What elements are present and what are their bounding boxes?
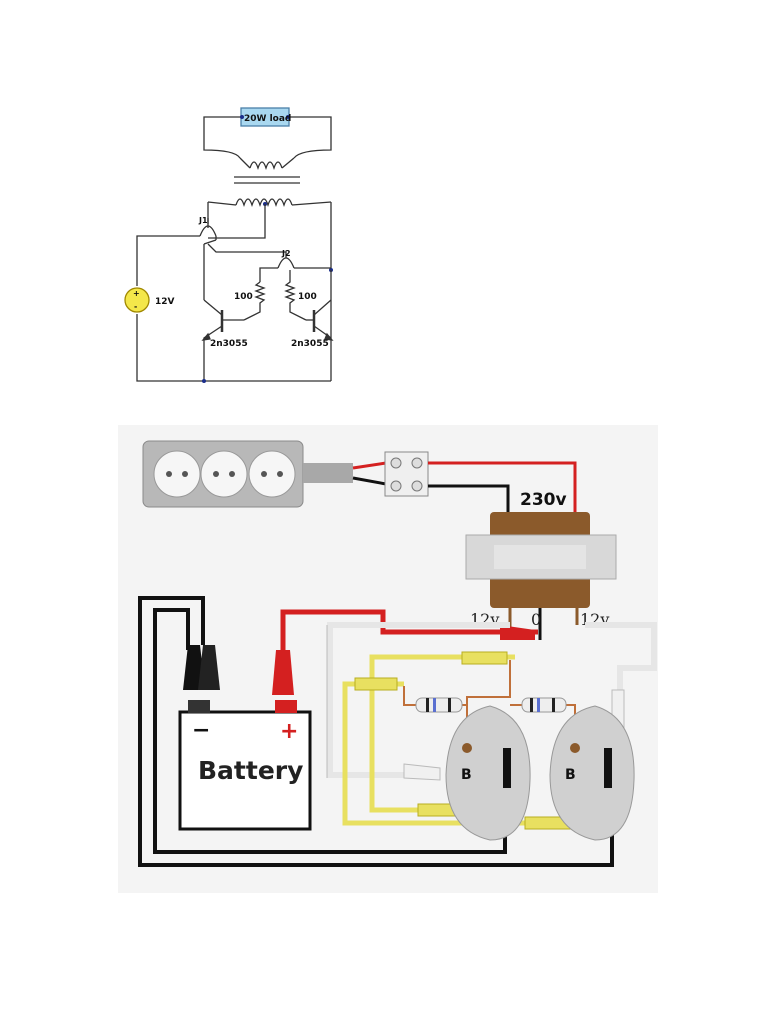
ground-node xyxy=(202,379,206,383)
tap-center-label: 0 xyxy=(531,610,541,629)
j1-label: J1 xyxy=(198,216,208,225)
primary-winding xyxy=(235,198,293,208)
schematic xyxy=(124,107,334,383)
resistor-2 xyxy=(284,270,307,321)
secondary-lead-left xyxy=(203,143,241,159)
primary-red-wire xyxy=(428,461,577,518)
load-node-right xyxy=(286,115,290,119)
q1-arrow xyxy=(201,332,211,341)
transistor-left-pin: B xyxy=(461,767,472,783)
battery-label: Battery xyxy=(198,756,303,785)
battery-plus: + xyxy=(280,719,298,744)
yellow-wire-top xyxy=(369,654,515,813)
transistor-right-pin: B xyxy=(565,767,576,783)
socket-3 xyxy=(248,450,296,498)
j2-top-wire xyxy=(207,243,287,258)
resistor-right xyxy=(521,697,567,713)
q1-emitter xyxy=(203,325,223,381)
battery-body xyxy=(178,710,312,831)
battery xyxy=(178,700,312,831)
transistor-right xyxy=(549,705,635,841)
positive-clip xyxy=(500,625,535,640)
transistor-left xyxy=(445,705,531,841)
secondary-winding-ends xyxy=(239,157,295,169)
load-node-left xyxy=(240,115,244,119)
transformer xyxy=(465,512,617,608)
left-rail-join xyxy=(203,239,217,245)
source-wire-top xyxy=(136,235,200,286)
battery-pos-terminal xyxy=(275,700,297,713)
battery-minus: − xyxy=(192,718,210,743)
yellow-clip-2 xyxy=(354,677,398,691)
positive-wire xyxy=(280,609,538,650)
q1-collector xyxy=(203,299,223,316)
white-wire-left xyxy=(327,622,510,778)
source-wire-bottom xyxy=(136,314,331,382)
transistor-left-clip xyxy=(503,748,511,788)
q1-label: 2n3055 xyxy=(210,339,248,349)
r1-label: 100 xyxy=(234,292,253,302)
center-tap-wire xyxy=(208,204,266,239)
primary-voltage-label: 230v xyxy=(520,490,567,510)
yellow-clip-1 xyxy=(461,651,508,665)
q2-label: 2n3055 xyxy=(291,339,329,349)
negative-wire-outer xyxy=(138,596,614,867)
socket-1 xyxy=(153,450,201,498)
j2-label: J2 xyxy=(281,249,291,258)
j2-left-wire xyxy=(259,267,278,282)
load-label: 20W load xyxy=(244,114,291,124)
mains-black-lead xyxy=(352,476,387,486)
power-strip xyxy=(142,440,353,508)
resistor-1 xyxy=(243,281,266,321)
primary-black-wire xyxy=(428,484,510,518)
battery-source xyxy=(124,287,150,313)
transistor-right-clip xyxy=(604,748,612,788)
battery-neg-terminal xyxy=(188,700,210,713)
r2-label: 100 xyxy=(298,292,317,302)
j2-switch xyxy=(277,257,295,269)
pos-clip xyxy=(272,650,294,695)
q2-arrow xyxy=(324,332,334,341)
secondary-winding xyxy=(249,161,283,171)
socket-2 xyxy=(200,450,248,498)
load-wire-left xyxy=(203,116,241,143)
load-wire-right xyxy=(289,116,332,143)
q2-collector xyxy=(313,299,332,316)
negative-wire-inner xyxy=(153,608,507,854)
source-minus: - xyxy=(134,302,137,311)
neg-clip-2 xyxy=(198,645,220,690)
resistor-left xyxy=(415,697,463,713)
terminal-block xyxy=(384,451,429,497)
secondary-lead-right xyxy=(293,143,332,159)
lead-left-in xyxy=(403,686,416,706)
source-label: 12V xyxy=(155,297,175,307)
source-plus: + xyxy=(133,289,140,298)
mains-red-lead xyxy=(352,461,387,470)
transformer-core-inner xyxy=(494,545,586,569)
power-strip-cable xyxy=(303,463,353,483)
white-clip-left xyxy=(403,763,441,781)
primary-winding-ends xyxy=(207,201,332,206)
